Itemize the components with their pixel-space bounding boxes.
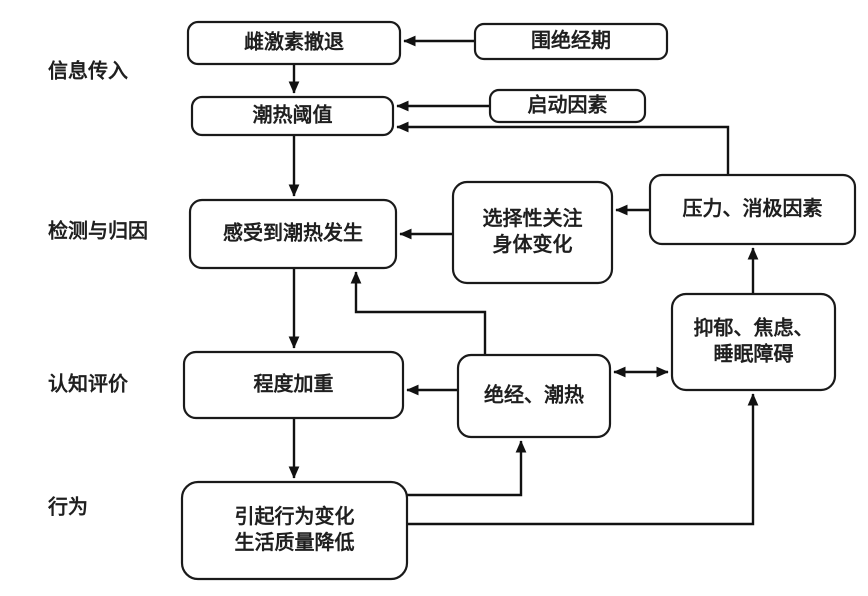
- node-box-trigger-factors: [488, 88, 647, 124]
- node-box-perimenopause: [473, 22, 669, 61]
- node-box-estrogen-withdrawal: [186, 20, 402, 66]
- node-label-selective-attention: 身体变化: [493, 232, 573, 256]
- node-estrogen-withdrawal[interactable]: 雌激素撤退: [186, 20, 402, 66]
- edge-behavior-to-menopause: [407, 440, 527, 497]
- node-perimenopause[interactable]: 围绝经期: [473, 22, 669, 61]
- node-label-selective-attention: 选择性关注: [483, 206, 583, 230]
- node-label-trigger-factors: 启动因素: [528, 93, 608, 117]
- node-label-behavior-change: 生活质量降低: [235, 530, 355, 554]
- node-menopause-hotflash[interactable]: 绝经、潮热: [456, 353, 612, 439]
- edge-menopause-to-perceive: [350, 271, 487, 355]
- node-hotflash-threshold[interactable]: 潮热阈值: [190, 95, 395, 137]
- node-label-behavior-change: 引起行为变化: [235, 504, 355, 528]
- node-label-depression-anxiety: 抑郁、焦虑、: [694, 316, 814, 340]
- node-label-stress-negative: 压力、消极因素: [683, 196, 823, 220]
- edges-layer: [288, 35, 759, 526]
- node-box-severity-increase: [182, 350, 405, 420]
- stage-label-stage-appraisal: 认知评价: [48, 372, 129, 396]
- node-severity-increase[interactable]: 程度加重: [182, 350, 405, 420]
- stage-label-stage-input: 信息传入: [48, 59, 128, 83]
- node-label-perimenopause: 围绝经期: [531, 28, 611, 52]
- node-box-depression-anxiety: [670, 292, 837, 392]
- node-depression-anxiety[interactable]: 抑郁、焦虑、睡眠障碍: [670, 292, 837, 392]
- node-label-severity-increase: 程度加重: [254, 372, 334, 396]
- node-box-menopause-hotflash: [456, 353, 612, 439]
- node-label-menopause-hotflash: 绝经、潮热: [484, 383, 584, 407]
- node-box-hotflash-threshold: [190, 95, 395, 137]
- node-box-perceive-hotflash: [188, 198, 398, 270]
- edge-stress-to-threshold: [396, 121, 730, 175]
- node-box-behavior-change: [180, 480, 409, 581]
- node-perceive-hotflash[interactable]: 感受到潮热发生: [188, 198, 398, 270]
- node-label-hotflash-threshold: 潮热阈值: [253, 103, 333, 127]
- node-label-perceive-hotflash: 感受到潮热发生: [223, 221, 363, 245]
- node-label-estrogen-withdrawal: 雌激素撤退: [244, 30, 344, 54]
- node-box-stress-negative: [648, 173, 857, 246]
- stage-label-stage-detection: 检测与归因: [48, 219, 148, 243]
- edge-behavior-to-depression: [407, 393, 759, 526]
- node-box-selective-attention: [451, 180, 614, 285]
- node-label-depression-anxiety: 睡眠障碍: [714, 342, 794, 366]
- node-stress-negative[interactable]: 压力、消极因素: [648, 173, 857, 246]
- stage-label-stage-behavior: 行为: [47, 495, 88, 519]
- node-trigger-factors[interactable]: 启动因素: [488, 88, 647, 124]
